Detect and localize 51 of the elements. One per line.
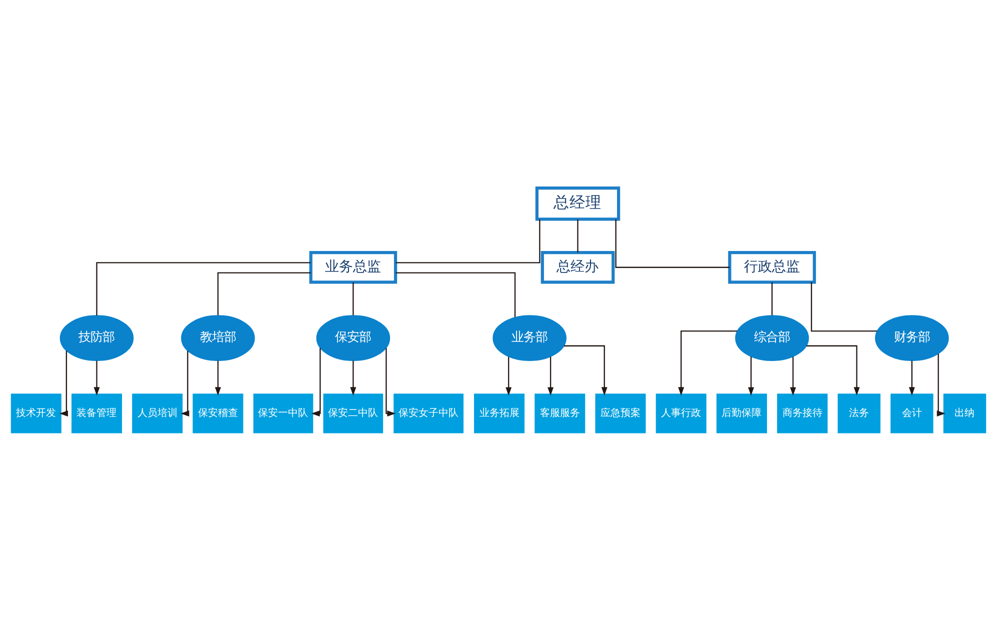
- arrow: [386, 348, 396, 416]
- connector: [396, 272, 516, 318]
- node-box: 会计: [890, 394, 934, 434]
- node-box: 人员培训: [132, 394, 183, 434]
- node-box: 后勤保障: [716, 394, 767, 434]
- connector: [615, 219, 730, 268]
- arrow: [59, 350, 68, 416]
- node-ellipse: 教培部: [181, 315, 255, 361]
- node-box: 技术开发: [10, 394, 62, 434]
- node-ellipse: 技防部: [60, 315, 134, 361]
- node-ellipse: 保安部: [316, 315, 390, 361]
- node-box: 保安二中队: [323, 394, 384, 434]
- arrow: [806, 345, 860, 396]
- node-ellipse: 业务部: [492, 315, 566, 361]
- node-box: 业务拓展: [474, 394, 525, 434]
- node-box: 法务: [838, 394, 880, 434]
- arrow: [94, 360, 100, 396]
- node-box: 应急预案: [595, 394, 646, 434]
- arrow: [506, 356, 512, 396]
- node-box: 行政总监: [728, 251, 816, 284]
- arrow: [311, 348, 321, 416]
- connector: [771, 282, 773, 316]
- node-box: 出纳: [943, 394, 986, 434]
- connector: [96, 262, 311, 316]
- arrow: [350, 360, 356, 396]
- connector: [217, 272, 311, 316]
- node-box: 客服服务: [534, 394, 586, 434]
- node-box: 保安女子中队: [394, 394, 464, 434]
- node-ellipse: 财务部: [875, 315, 949, 361]
- node-box: 总经理: [535, 186, 620, 221]
- arrow: [678, 330, 738, 396]
- arrow: [908, 360, 915, 396]
- node-box: 装备管理: [72, 394, 122, 434]
- arrow: [564, 345, 608, 396]
- arrow: [790, 356, 796, 396]
- connector: [577, 219, 578, 252]
- connector: [810, 282, 878, 332]
- arrow: [214, 360, 221, 396]
- connector: [396, 219, 540, 264]
- node-box: 保安稽查: [192, 394, 244, 434]
- node-box: 人事行政: [656, 394, 706, 434]
- arrow: [548, 356, 554, 396]
- arrow: [748, 356, 754, 396]
- connector: [352, 282, 354, 316]
- node-ellipse: 综合部: [735, 315, 809, 361]
- node-box: 总经办: [540, 251, 615, 284]
- node-box: 商务接待: [777, 394, 828, 434]
- arrow: [936, 354, 946, 416]
- node-box: 保安一中队: [253, 394, 314, 434]
- node-box: 业务总监: [309, 251, 398, 284]
- arrow: [180, 350, 190, 416]
